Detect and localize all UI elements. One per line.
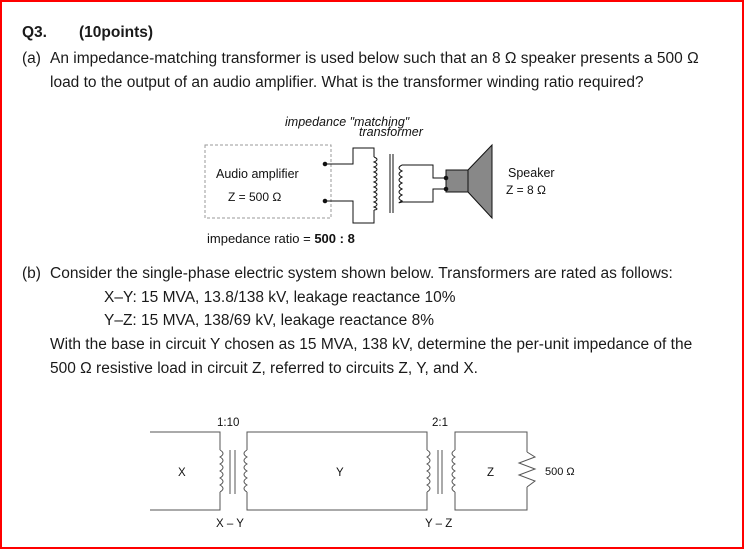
circuit-z-label: Z <box>487 467 494 479</box>
part-a-text-line2: load to the output of an audio amplifier… <box>50 74 644 91</box>
rating-xy: X–Y: 15 MVA, 13.8/138 kV, leakage reacta… <box>104 289 456 306</box>
coil-y1 <box>243 449 248 493</box>
resistor <box>517 451 537 488</box>
power-system-diagram: 1:10 2:1 X Y Z 500 Ω X – Y Y – Z <box>150 417 575 530</box>
coil-y2 <box>426 449 431 493</box>
speaker-impedance: Z = 8 Ω <box>506 183 546 197</box>
ratio-xy: 1:10 <box>217 417 239 429</box>
rating-yz: Y–Z: 15 MVA, 138/69 kV, leakage reactanc… <box>104 312 435 329</box>
transformer-yz-label: Y – Z <box>425 518 452 530</box>
part-b-label: (b) <box>22 265 41 282</box>
coil-x <box>219 449 224 493</box>
part-a-label: (a) <box>22 50 41 67</box>
secondary-coil <box>398 164 404 204</box>
speaker-magnet <box>445 169 469 193</box>
speaker-label: Speaker <box>508 166 555 180</box>
part-b-text-line3: 500 Ω resistive load in circuit Z, refer… <box>50 360 478 377</box>
terminal-dot <box>443 186 449 192</box>
core-yz <box>437 450 443 494</box>
transformer-xy-label: X – Y <box>216 518 244 530</box>
diagram-a-title-2: transformer <box>359 125 424 139</box>
ratio-yz: 2:1 <box>432 417 448 429</box>
part-b-text-line2: With the base in circuit Y chosen as 15 … <box>50 336 693 353</box>
question-number: Q3. <box>22 24 47 41</box>
amplifier-impedance: Z = 500 Ω <box>228 190 281 204</box>
coil-z <box>451 449 456 493</box>
terminal-dot <box>443 175 449 181</box>
circuit-x-label: X <box>178 467 186 479</box>
diagram-a-title-1: impedance "matching" <box>285 115 410 129</box>
core-xy <box>229 450 236 494</box>
amplifier-label: Audio amplifier <box>216 167 299 181</box>
speaker-cone <box>467 143 493 220</box>
load-label: 500 Ω <box>545 466 575 478</box>
part-b-text-line1: Consider the single-phase electric syste… <box>50 265 673 282</box>
circuit-y-label: Y <box>336 467 344 479</box>
transformer-core <box>389 154 394 213</box>
impedance-matching-diagram: impedance "matching" transformer Audio a… <box>204 115 555 246</box>
impedance-ratio: impedance ratio = 500 : 8 <box>207 231 355 246</box>
question-points: (10points) <box>79 24 154 41</box>
amplifier-box <box>204 144 332 219</box>
part-a-text-line1: An impedance-matching transformer is use… <box>50 50 699 67</box>
primary-coil <box>372 156 378 211</box>
